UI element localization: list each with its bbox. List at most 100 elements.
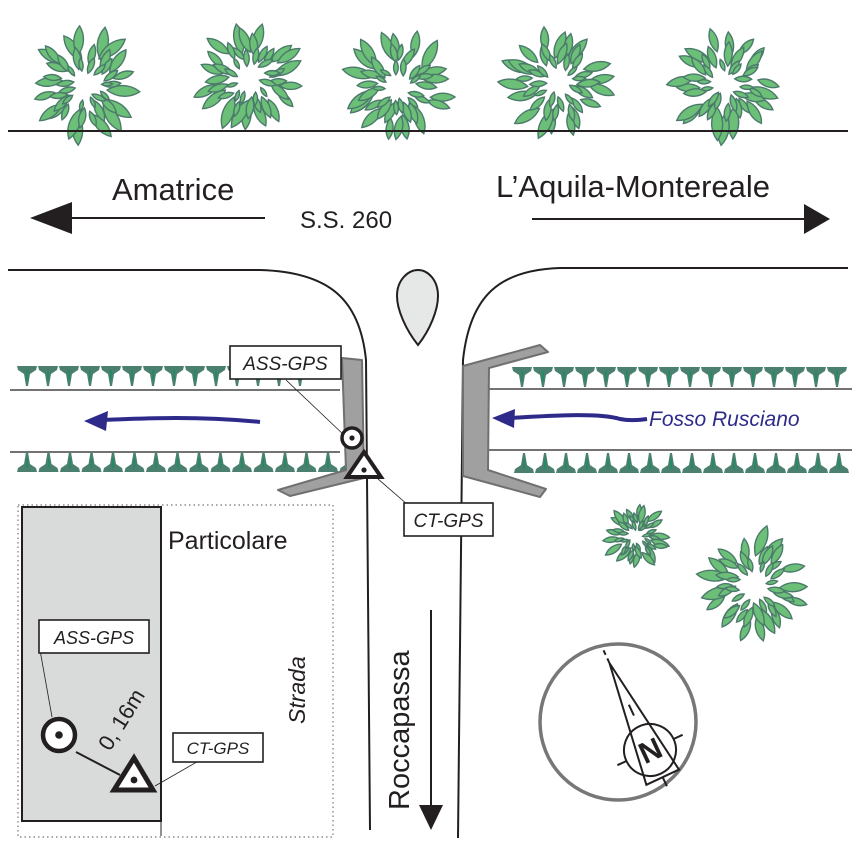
hedge-shrub-icon	[743, 367, 763, 387]
road-name-label: S.S. 260	[300, 207, 392, 234]
detail-ct-gps-callout	[172, 732, 264, 763]
hedge-shrub-icon	[619, 453, 639, 473]
tree-canopy-icon	[496, 25, 616, 140]
ass-gps-label: ASS-GPS	[242, 354, 328, 375]
hedge-shrub-icon	[318, 452, 338, 472]
hedge-shrub-icon	[554, 367, 574, 387]
hedge-shrub-icon	[787, 453, 807, 473]
bridge-parapet-west	[277, 357, 365, 497]
hedge-shrub-icon	[253, 452, 274, 472]
north-arrow-compass-icon: N	[538, 642, 698, 802]
hedge-shrub-icon	[514, 453, 534, 473]
road-edge-west	[8, 269, 371, 831]
hedge-shrub-icon	[164, 366, 184, 386]
east-destination-label: L’Aquila-Montereale	[496, 169, 770, 204]
hedge-shrub-icon	[617, 367, 637, 387]
hedge-shrub-icon	[122, 366, 142, 386]
hedge-shrub-icon	[124, 452, 145, 472]
detail-ass-gps-callout	[38, 619, 150, 654]
hedge-shrub-icon	[533, 367, 553, 387]
hedge-shrub-icon	[659, 367, 679, 387]
hedge-shrub-icon	[703, 453, 723, 473]
hedge-shrub-icon	[722, 367, 742, 387]
hedge-shrub-icon	[210, 452, 231, 472]
hedge-shrub-icon	[146, 452, 166, 472]
ct-gps-marker-icon	[343, 448, 385, 479]
hedge-shrub-icon	[17, 452, 37, 472]
tree-canopy-icon	[601, 503, 671, 569]
hedge-shrub-icon	[808, 453, 828, 473]
detail-ct-gps-leader	[154, 758, 203, 787]
tree-canopy-icon	[192, 22, 303, 131]
south-destination-label: Roccapassa	[384, 650, 416, 810]
hedge-shrub-icon	[512, 367, 532, 387]
hedge-shrub-icon	[275, 452, 295, 472]
south-arrow-icon	[419, 610, 443, 830]
hedge-shrub-icon	[185, 366, 205, 386]
ass-gps-marker-icon	[340, 426, 364, 450]
hedge-shrub-icon	[766, 453, 786, 473]
tree-canopy-icon	[665, 27, 781, 147]
west-arrow-icon	[30, 202, 265, 234]
ct-gps-label: CT-GPS	[413, 511, 483, 532]
hedge-shrub-icon	[60, 452, 80, 472]
hedge-shrub-icon	[682, 453, 702, 473]
bridge-parapet-east	[462, 344, 549, 498]
road-edge-east	[457, 267, 848, 839]
hedge-shrub-icon	[101, 366, 121, 386]
hedge-shrub-icon	[638, 367, 658, 387]
stream-flow-arrow-west	[84, 411, 261, 431]
tree-row	[33, 22, 809, 642]
hedge-shrub-icon	[296, 452, 317, 472]
hedge-shrub-icon	[103, 452, 123, 472]
hedge-shrub-icon	[745, 453, 765, 473]
detail-ass-gps-leader	[39, 649, 53, 718]
hedge-shrub-icon	[232, 452, 252, 472]
detail-road-label: Strada	[284, 656, 310, 724]
hedge-shrub-icon	[80, 366, 100, 386]
tree-canopy-icon	[341, 29, 457, 141]
detail-ass-gps-label: ASS-GPS	[53, 628, 134, 648]
detail-ct-gps-label: CT-GPS	[187, 739, 250, 758]
hedge-shrub-icon	[189, 452, 209, 472]
traffic-island	[395, 268, 440, 347]
detail-title: Particolare	[168, 527, 288, 555]
hedge-shrub-icon	[724, 453, 744, 473]
detail-ct-gps-marker-icon	[109, 753, 158, 793]
hedge-shrub-icon	[577, 453, 597, 473]
hedge-shrub-icon	[764, 367, 784, 387]
hedge-shrub-icon	[827, 367, 847, 387]
hedge-shrub-icon	[661, 453, 681, 473]
hedge-shrub-icon	[556, 453, 576, 473]
tree-canopy-icon	[33, 24, 141, 147]
hedge-shrub-icon	[829, 453, 849, 473]
hedge-shrub-icon	[59, 366, 79, 386]
detail-distance-line	[75, 751, 121, 776]
east-arrow-icon	[532, 204, 830, 234]
ass-gps-callout	[229, 345, 342, 380]
hedge-shrub-icon	[701, 367, 721, 387]
stream-name-label: Fosso Rusciano	[649, 408, 800, 431]
tree-canopy-icon	[695, 524, 809, 642]
hedge-shrub-icon	[785, 367, 805, 387]
hedge-shrub-icon	[806, 367, 826, 387]
stream-flow-arrow-east	[492, 409, 648, 428]
hedge-shrub-icon	[640, 453, 660, 473]
hedge-shrub-icon	[535, 453, 555, 473]
hedge-shrub-icon	[38, 452, 59, 472]
ct-gps-callout	[403, 502, 494, 537]
ass-gps-leader-line	[285, 379, 346, 437]
hedge-shrub-icon	[167, 452, 188, 472]
west-destination-label: Amatrice	[112, 172, 234, 207]
hedge-shrub-icon	[81, 452, 102, 472]
detail-ass-gps-marker-icon	[40, 716, 78, 754]
hedge-shrub-icon	[680, 367, 700, 387]
hedge-shrub-icon	[143, 366, 163, 386]
hedge-shrub-icon	[17, 366, 37, 386]
hedge-shrub-icon	[38, 366, 58, 386]
hedge-shrub-icon	[598, 453, 618, 473]
hedge-shrub-icon	[575, 367, 595, 387]
hedge-shrub-icon	[596, 367, 616, 387]
hedge-shrub-icon	[206, 366, 226, 386]
